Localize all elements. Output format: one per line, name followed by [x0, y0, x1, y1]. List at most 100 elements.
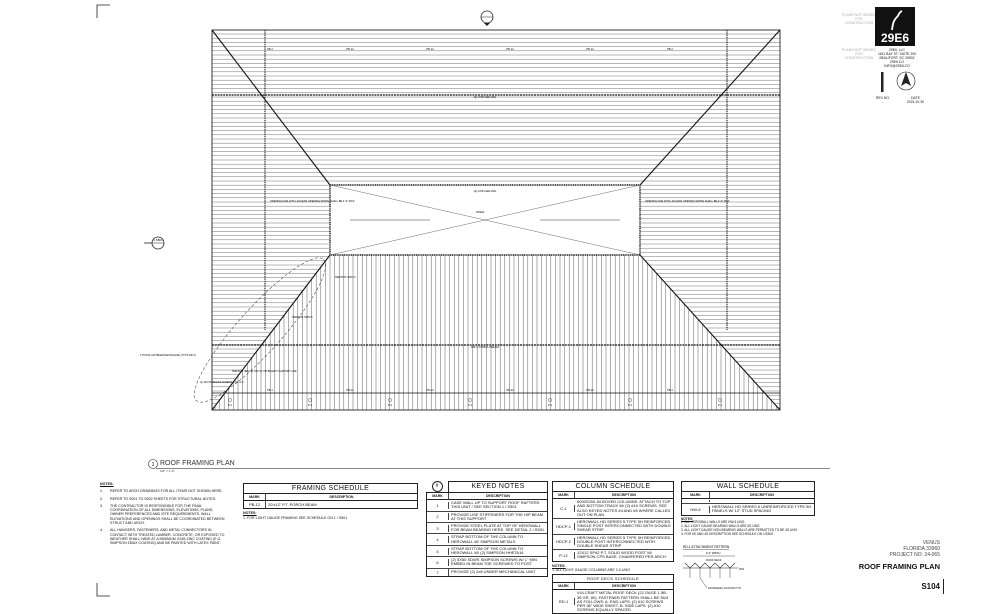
- col-header-description: DESCRIPTION: [612, 584, 636, 589]
- scale-and-north-arrow: [881, 71, 916, 92]
- roof-outline: [211, 29, 781, 411]
- porch-beam-tag: PB-12: [346, 388, 354, 392]
- attic-access-note-left: OPENING FOR ATTIC ACCESS OPENING WIDTH S…: [270, 199, 355, 203]
- project-state: FLORIDA 33960: [903, 546, 940, 552]
- row-description: 6000S200-54 BOXED COLUMNS. ATTACH TO TOP…: [577, 499, 671, 517]
- note-item: 2.REFER TO S001 TO S002 SHEETS FOR STRUC…: [100, 496, 217, 501]
- wall-note: 3. ALL LIGHT GAUGE NON-BEARING WALLS ARE…: [681, 528, 799, 532]
- hip-beam-note: TYPICAL HIP BEAM DETAIL/LINE (TYP FOR 4): [140, 353, 196, 357]
- column-note: 1. ALL LIGHT GAUGE COLUMNS ARE 2-0 UNO: [552, 567, 630, 572]
- plan-number: 1: [152, 462, 155, 468]
- date-label: DATE: [911, 96, 920, 100]
- row-mark: HDCP-1: [553, 522, 575, 530]
- row-description: STRAP BOTTOM OF THE COLUMN TO HEROWALL W…: [451, 545, 524, 556]
- hip-beam: [639, 29, 781, 186]
- post-label: P-1: [718, 403, 723, 407]
- wall-schedule-title: WALL SCHEDULE: [682, 482, 814, 492]
- row-description: HEROWALL HD SERIES 5 TYPE 5H REINFORCED …: [577, 534, 671, 549]
- col-header-mark: MARK: [244, 494, 266, 501]
- open-label: OPEN: [476, 210, 485, 214]
- attachment-pattern-diagram: RD-1 ATTACHMENT PATTERN 3'-0" WIDTH ROOF…: [683, 545, 745, 590]
- post-marker: [308, 398, 312, 402]
- note-item: 1.REFER TO ARCH DRAWINGS FOR ALL ITEMS N…: [100, 489, 223, 494]
- framing-note: 1. FOR LIGHT GAUGE FRAMING SEE SCHEDULE …: [243, 515, 348, 520]
- post-label: P-1: [228, 403, 233, 407]
- post-marker: [718, 398, 722, 402]
- row-description: 12X12 SP#2 P.T. SOLID WOOD POST W/ SIMPS…: [577, 550, 667, 560]
- row-mark: 5: [427, 547, 449, 555]
- simpson-note-2: SIMPSON H1/H2.5: [292, 316, 313, 319]
- row-mark: 7: [427, 568, 449, 576]
- post-marker: [228, 398, 232, 402]
- section-marker-top: [480, 10, 494, 26]
- note-item: 4.ALL HANGERS, FASTENERS, AND METAL CONN…: [100, 528, 225, 546]
- row-mark: P-12: [553, 551, 575, 559]
- plan-title: ROOF FRAMING PLAN: [160, 460, 235, 467]
- firm-info: 29E6, LLC 1611 BAY ST, SUITE 200 BEAUFOR…: [872, 48, 922, 68]
- notes-title: NOTES:: [243, 511, 257, 516]
- post-label: P-1: [388, 403, 393, 407]
- porch-beam-tag: PB-12: [426, 388, 434, 392]
- firm-email: INFO@29E6.CO: [884, 64, 910, 68]
- date-value: 2024.10.30: [907, 100, 924, 104]
- sheet-number-divider: [943, 579, 944, 594]
- general-notes: NOTES: 1.REFER TO ARCH DRAWINGS FOR ALL …: [100, 482, 225, 546]
- row-description: 20'x12" P.T. PORCH BEAM: [268, 501, 317, 507]
- wall-note: 1. ALL HEROWALL WALLS ARE HW-6 UNO.: [681, 520, 746, 525]
- rev-label: REV NO.: [876, 96, 890, 100]
- wall-note: 2. ALL LIGHT GAUGE BEARING WALLS ARE 6S …: [681, 524, 761, 529]
- crop-mark: [96, 583, 110, 597]
- table-row: 6(2) 5X50 SDWS SIMPSON SCREWS W/ 1" MIN …: [427, 557, 547, 569]
- beam-tag: PB-1: [267, 47, 273, 51]
- framing-schedule-title: FRAMING SCHEDULE: [244, 484, 417, 494]
- row-mark: 6: [427, 558, 449, 566]
- screws-note: (2) 10d STAINLESS SCREWS AT 6" O.C.: [200, 381, 244, 384]
- row-description: STRAP BOTTOM OF THE COLUMN TO HEROWALL W…: [451, 534, 524, 544]
- firm-name: 29E6, LLC: [888, 48, 906, 52]
- post-marker: [628, 398, 632, 402]
- attachment-dim: 3'-0" WIDTH: [706, 551, 721, 555]
- not-for-construction-stamp-2: PLANS NOT ISSUED FOR CONSTRUCTION: [842, 48, 876, 60]
- col-header-mark: MARK: [553, 492, 575, 499]
- project-number: PROJECT NO: 24-065: [889, 552, 940, 558]
- drawing-canvas: 1 S501 OPEN (2) 2X8 CEILING (2) 2X8 CEIL…: [96, 4, 830, 597]
- porch-beam-label: PB-1 PORCH BEAM: [471, 345, 499, 349]
- rev-value: -: [882, 100, 884, 104]
- beam-tag: PB-12: [586, 47, 594, 51]
- porch-beam-tag: PB-1: [667, 388, 673, 392]
- post-label: P-1: [468, 403, 473, 407]
- wall-schedule-notes: NOTES: 1. ALL HEROWALL WALLS ARE HW-6 UN…: [681, 516, 815, 537]
- row-description: (2) 5X50 SDWS SIMPSON SCREWS W/ 1" MIN E…: [451, 557, 537, 567]
- project-city: VENUS: [922, 540, 940, 546]
- notes-title: NOTES:: [100, 482, 114, 486]
- plan-number-circle: [148, 459, 158, 469]
- firm-logo: 29E6: [875, 7, 915, 46]
- plan-scale: 1/8" = 1'-0": [160, 469, 175, 473]
- row-mark: C-1: [553, 505, 575, 513]
- crop-mark: [96, 4, 110, 18]
- row-mark: 1: [427, 501, 449, 509]
- notes-title: NOTES:: [681, 516, 694, 521]
- beam-tag: PB-12: [426, 47, 434, 51]
- keyed-notes-symbol: #: [431, 481, 443, 492]
- row-mark: 3: [427, 524, 449, 532]
- simpson-note-1: SIMPSON H1/H2.5: [335, 276, 356, 279]
- row-mark: HDCP-2: [553, 538, 575, 546]
- row-description: PROVIDE (2) 2x8 UNDER MECHANICAL UNIT: [451, 569, 536, 575]
- row-mark: 2: [427, 513, 449, 521]
- firm-address-1: 1611 BAY ST, SUITE 200: [877, 52, 917, 56]
